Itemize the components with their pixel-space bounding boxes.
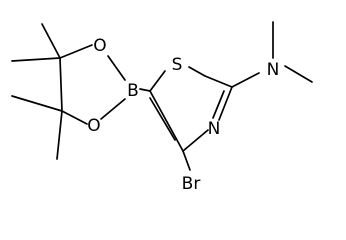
bond-methyl-1 [41, 23, 61, 59]
bond-b-otop [107, 55, 126, 81]
bond-n3-c4 [182, 129, 209, 152]
bond-c5-s [149, 70, 166, 92]
bond-lines [11, 21, 313, 171]
bond-c-obottom [61, 110, 88, 125]
bond-c5-b [139, 88, 151, 92]
bond-c4-c5-inner [149, 97, 176, 141]
atom-amine-nitrogen-label: N [267, 60, 280, 80]
bond-methyl-4 [56, 110, 63, 160]
chemical-structure: S N N B O O Br [11, 21, 313, 194]
atom-sulfur-label: S [172, 55, 183, 75]
atom-oxygen-top-label: O [93, 36, 106, 56]
bond-s-c2 [188, 66, 206, 77]
atom-oxygen-bottom-label: O [87, 116, 100, 136]
bond-c4-br [182, 150, 191, 171]
bond-c2-n3 [218, 86, 233, 121]
bond-c2-n3-inner [212, 90, 225, 119]
bond-methyl-3 [11, 95, 63, 112]
bond-c-c [59, 57, 63, 112]
bond-c2-namine [231, 72, 260, 88]
atom-boron-label: B [127, 81, 139, 101]
bond-methyl-2 [11, 57, 61, 62]
atom-bromine-label: Br [182, 174, 201, 194]
bond-obottom-b [100, 98, 126, 120]
bond-c4-c5 [149, 90, 184, 152]
bond-namine-me-right [284, 65, 313, 83]
bond-otop-c [59, 44, 93, 59]
atom-ring-nitrogen-label: N [208, 119, 221, 139]
bond-s-c2-outer [204, 75, 233, 88]
